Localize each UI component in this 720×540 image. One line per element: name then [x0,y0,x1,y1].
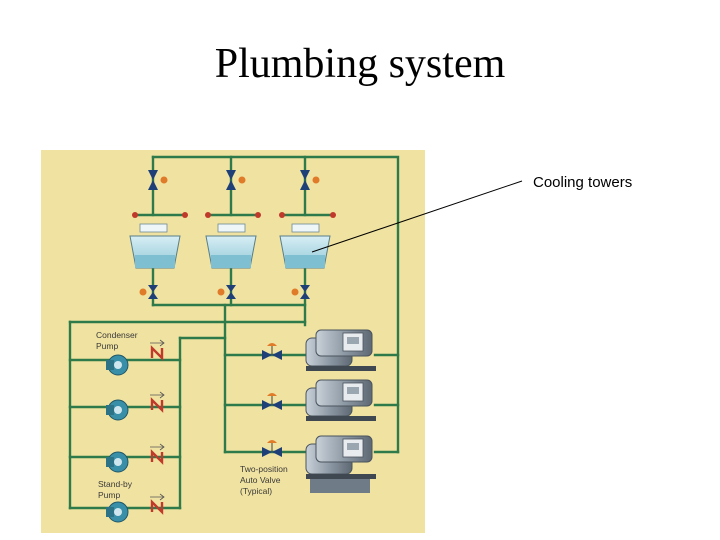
chiller-3 [305,435,376,493]
cooling-towers-callout-text: Cooling towers [533,174,632,191]
return-valve-1 [139,285,158,299]
supply-valve-3 [300,170,320,190]
check-valve-4 [150,493,165,515]
pumps [106,354,129,523]
supply-valve-1 [148,170,168,190]
pump-4 [106,501,129,523]
return-valve-2 [217,285,236,299]
cooling-tower-1 [129,212,188,269]
auto-valves [262,343,282,457]
pump-2 [106,399,129,421]
pump-3 [106,451,129,473]
condenser-pump-label-line2: Pump [96,341,118,351]
check-valves [150,339,165,515]
standby-pump-label-line2: Pump [98,490,120,500]
return-valve-3 [291,285,310,299]
cooling-towers [129,212,336,269]
check-valve-3 [150,443,165,465]
check-valve-1 [150,339,165,361]
callout-leader-line [311,180,523,253]
supply-valve-2 [226,170,246,190]
condenser-pump-label-line1: Condenser [96,330,138,340]
chiller-1 [305,329,376,371]
supply-valves [148,170,320,190]
diagram-labels: Condenser Pump Stand-by Pump Two-positio… [96,330,288,500]
cooling-tower-3 [279,212,336,269]
cooling-tower-2 [205,212,261,269]
chiller-2 [305,379,376,421]
check-valve-2 [150,391,165,413]
slide-title: Plumbing system [214,41,506,87]
standby-pump-label-line1: Stand-by [98,479,133,489]
auto-valve-label-line1: Two-position [240,464,288,474]
auto-valve-label-line3: (Typical) [240,486,272,496]
auto-valve-3 [262,440,282,457]
auto-valve-2 [262,393,282,410]
chillers [305,329,376,493]
auto-valve-1 [262,343,282,360]
cooling-towers-callout: Cooling towers [311,174,632,253]
return-valves [139,285,310,299]
auto-valve-label-line2: Auto Valve [240,475,281,485]
pump-1 [106,354,129,376]
